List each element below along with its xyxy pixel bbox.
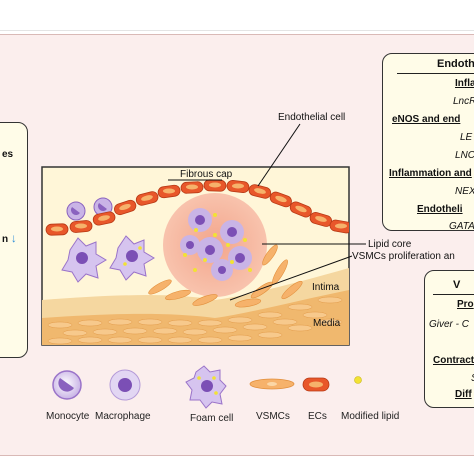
migrating-vsmcs: [148, 244, 303, 308]
title-divider: [433, 294, 474, 295]
endothelial-box-title: Endotheli: [437, 58, 474, 70]
box-gene: Giver - C: [429, 319, 469, 330]
title-divider: [397, 73, 474, 74]
fibrous-cap-label: Fibrous cap: [180, 169, 233, 180]
box-category: Infla: [455, 78, 474, 89]
ec-nuclei: [51, 182, 347, 232]
box-gene: LNC: [455, 150, 474, 161]
legend-label: Foam cell: [190, 413, 233, 424]
box-gene: LE: [460, 132, 473, 143]
box-category: eNOS and end: [392, 114, 461, 125]
intima-label: Intima: [312, 282, 340, 293]
legend-label: Macrophage: [95, 411, 151, 422]
lipid-core-label: Lipid core: [368, 239, 412, 250]
top-frame: [0, 0, 474, 31]
left-info-box: es n ↓: [0, 122, 28, 358]
legend-foam-cell-icon: [185, 365, 227, 409]
left-box-text: n: [2, 234, 9, 245]
box-gene: S: [471, 373, 474, 385]
legend-vsmc-icon: [249, 378, 295, 390]
media-layer: [42, 290, 349, 345]
vsmc-info-box: V Pro Giver - C Contract S Diff: [424, 270, 474, 408]
vsmc-box-title: V: [453, 279, 461, 291]
box-category: Endotheli: [417, 204, 463, 215]
legend-macrophage-icon: [109, 369, 141, 401]
left-box-heading: es: [2, 149, 14, 160]
left-box-line: n ↓: [2, 232, 17, 246]
legend-label: Monocyte: [46, 411, 90, 422]
endothelial-pointer: [257, 123, 301, 187]
foam-cells-cluster: [180, 208, 252, 281]
box-category: Diff: [455, 389, 472, 400]
box-gene: LncR: [453, 96, 474, 107]
legend-lipid-icon: [354, 376, 362, 384]
box-category: Pro: [457, 299, 474, 310]
legend-label: Modified lipid: [341, 411, 399, 422]
endothelial-info-box: Endotheli Infla LncR eNOS and end LE LNC…: [382, 53, 474, 231]
media-label: Media: [313, 318, 341, 329]
endothelial-cell-label: Endothelial cell: [278, 112, 345, 123]
legend-monocyte-icon: [52, 370, 82, 400]
monocyte-group: [66, 197, 113, 221]
macrophage-group: [61, 235, 155, 283]
modified-lipid-dots: [183, 213, 252, 272]
legend-label: VSMCs: [256, 411, 290, 422]
legend-ec-icon: [302, 377, 330, 392]
box-gene: NEX: [455, 186, 474, 197]
vsmc-proliferation-label: VSMCs proliferation an: [352, 251, 455, 262]
box-gene: GATA: [449, 221, 474, 231]
vsmc-pointer: [229, 255, 353, 301]
box-category: Contract: [433, 355, 474, 366]
down-arrow-icon: ↓: [10, 231, 17, 245]
media-vsmc-pattern: [47, 296, 343, 345]
legend: Monocyte Macrophage Foam cell VSMCs ECs …: [46, 365, 399, 424]
box-category: Inflammation and: [389, 168, 472, 179]
legend-label: ECs: [308, 411, 327, 422]
